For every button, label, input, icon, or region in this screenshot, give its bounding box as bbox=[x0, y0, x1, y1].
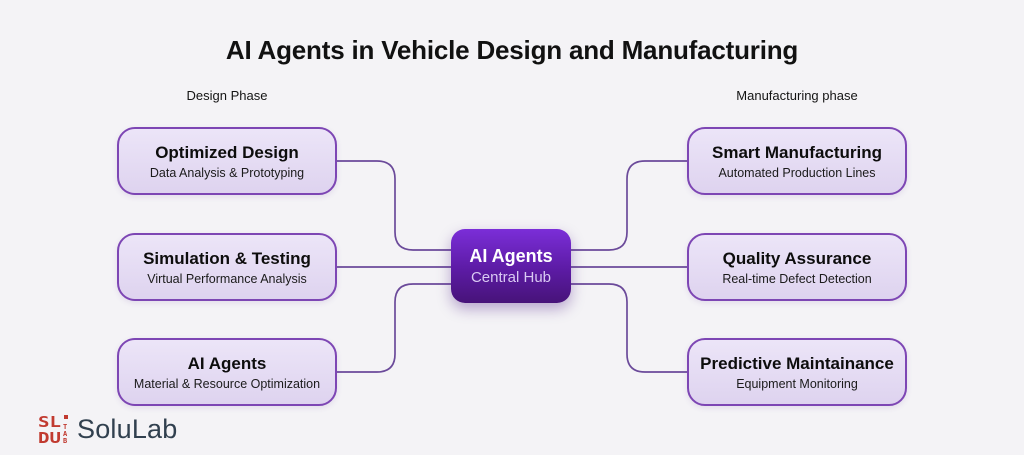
connector-design-bottom bbox=[337, 283, 451, 373]
node-title: AI Agents bbox=[187, 353, 267, 373]
central-hub-node: AI Agents Central Hub bbox=[451, 229, 571, 303]
node-quality-assurance: Quality Assurance Real-time Defect Detec… bbox=[687, 233, 907, 301]
connector-manufacturing-bottom bbox=[571, 283, 687, 373]
solulab-logo: SL DU T A B SoluLab bbox=[38, 413, 178, 447]
manufacturing-phase-label: Manufacturing phase bbox=[736, 88, 858, 103]
connector-design-top bbox=[337, 160, 451, 251]
node-title: Predictive Maintainance bbox=[700, 353, 894, 373]
node-simulation-testing: Simulation & Testing Virtual Performance… bbox=[117, 233, 337, 301]
design-phase-label: Design Phase bbox=[186, 88, 268, 103]
node-predictive-maintainance: Predictive Maintainance Equipment Monito… bbox=[687, 338, 907, 406]
connector-manufacturing-top bbox=[571, 160, 687, 251]
node-title: Optimized Design bbox=[155, 142, 299, 162]
node-subtitle: Real-time Defect Detection bbox=[722, 271, 872, 286]
svg-text:SL: SL bbox=[38, 414, 61, 431]
svg-text:DU: DU bbox=[38, 429, 61, 446]
node-optimized-design: Optimized Design Data Analysis & Prototy… bbox=[117, 127, 337, 195]
node-title: Quality Assurance bbox=[722, 248, 872, 268]
node-title: Smart Manufacturing bbox=[711, 142, 883, 162]
node-smart-manufacturing: Smart Manufacturing Automated Production… bbox=[687, 127, 907, 195]
solulab-logo-text: SoluLab bbox=[77, 414, 178, 444]
page-title: AI Agents in Vehicle Design and Manufact… bbox=[225, 35, 799, 65]
node-subtitle: Equipment Monitoring bbox=[736, 376, 858, 391]
node-subtitle: Material & Resource Optimization bbox=[133, 376, 321, 391]
svg-text:B: B bbox=[63, 437, 67, 445]
hub-title: AI Agents bbox=[469, 246, 553, 266]
node-subtitle: Data Analysis & Prototyping bbox=[149, 165, 305, 180]
svg-text:A: A bbox=[63, 430, 68, 438]
node-subtitle: Automated Production Lines bbox=[718, 165, 876, 180]
node-subtitle: Virtual Performance Analysis bbox=[147, 271, 307, 286]
node-ai-agents-design: AI Agents Material & Resource Optimizati… bbox=[117, 338, 337, 406]
svg-text:T: T bbox=[63, 423, 67, 431]
node-title: Simulation & Testing bbox=[143, 248, 311, 268]
solulab-logo-icon: SL DU T A B bbox=[38, 413, 70, 447]
hub-subtitle: Central Hub bbox=[470, 269, 552, 286]
